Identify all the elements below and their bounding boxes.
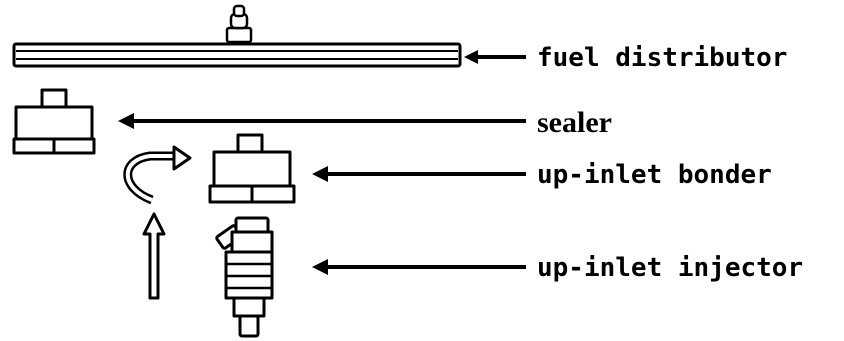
fuel-distributor-part [12,4,462,68]
label-sealer: sealer [537,106,612,139]
label-up-inlet-bonder: up-inlet bonder [537,160,772,190]
pointer-sealer [118,113,526,129]
up-inlet-injector-part [215,216,274,338]
label-fuel-distributor: fuel distributor [537,43,787,73]
pointer-up-inlet-bonder [312,166,526,182]
sealer-part [12,88,96,155]
hollow-up-arrow-icon [142,212,166,300]
curved-return-arrow-icon [123,145,192,205]
up-inlet-bonder-part [208,133,296,204]
pointer-fuel-distributor [464,50,526,64]
label-up-inlet-injector: up-inlet injector [537,253,803,283]
pointer-up-inlet-injector [312,259,526,275]
